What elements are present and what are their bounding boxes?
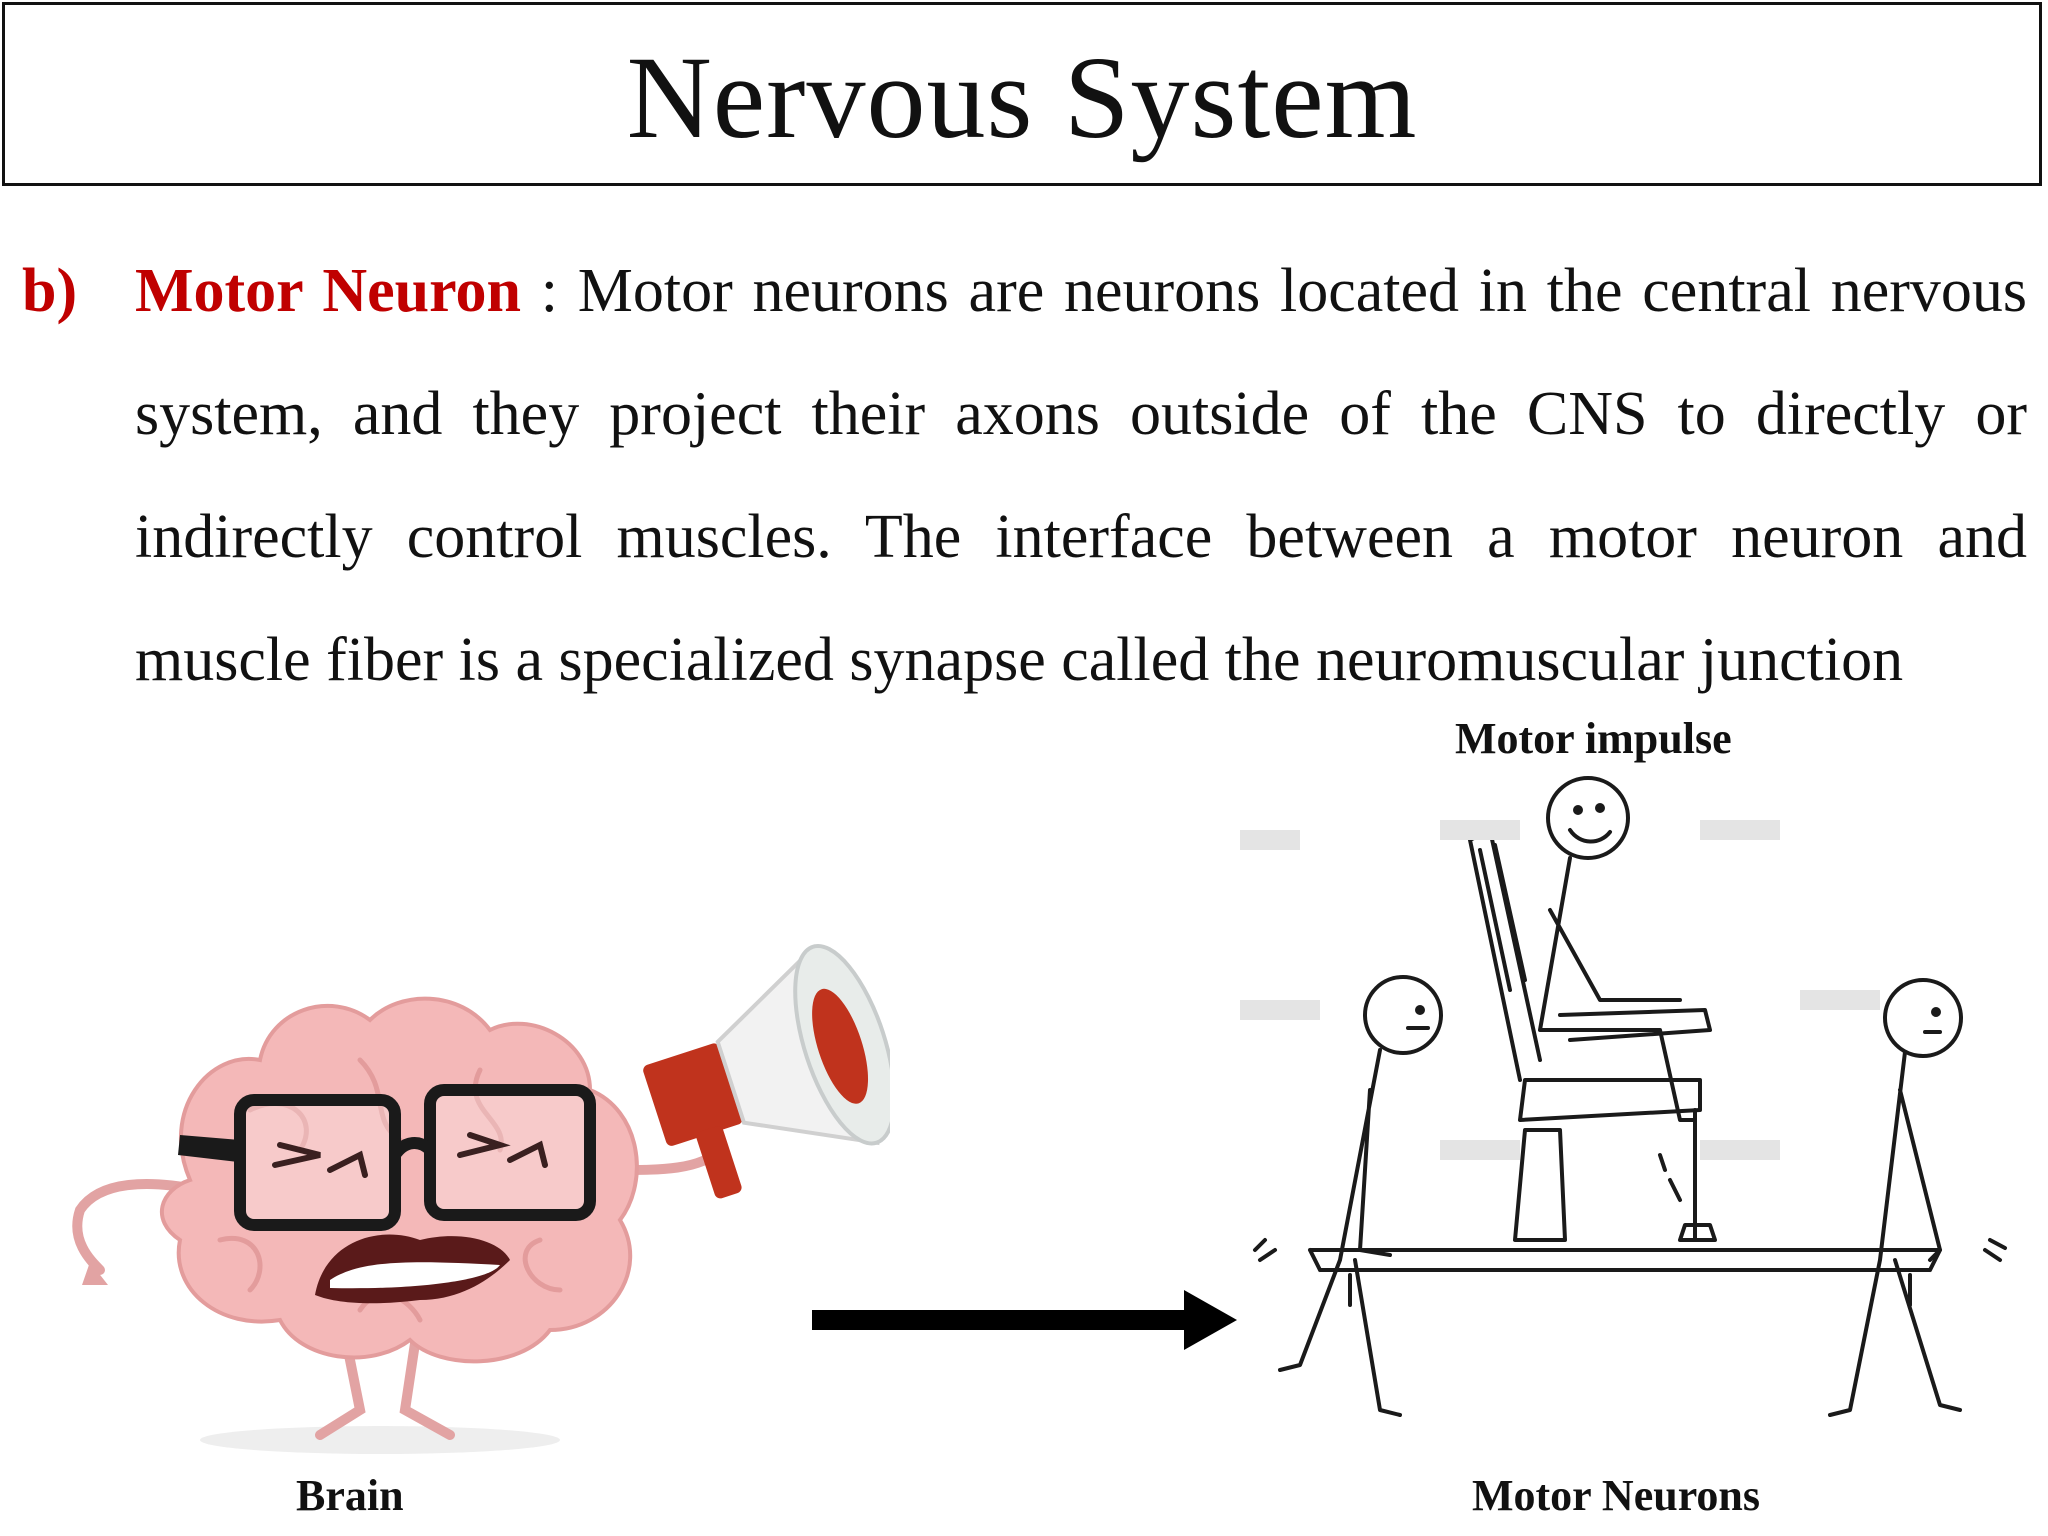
stick-figures-carrying-chair-icon — [1240, 776, 2007, 1417]
definition-text: Motor neurons are neurons located in the… — [135, 257, 2027, 694]
definition-paragraph: b) Motor Neuron : Motor neurons are neur… — [22, 230, 2027, 722]
brain-megaphone-icon — [72, 943, 890, 1454]
term-motor-neuron: Motor Neuron — [135, 257, 521, 325]
page-title: Nervous System — [626, 32, 1418, 163]
list-marker: b) — [22, 257, 78, 325]
caption-motor-neurons: Motor Neurons — [1472, 1471, 1761, 1520]
caption-brain: Brain — [296, 1471, 404, 1520]
definition-text-block: Motor Neuron : Motor neurons are neurons… — [135, 230, 2027, 722]
term-separator: : — [520, 257, 578, 325]
caption-motor-impulse: Motor impulse — [1455, 714, 1732, 763]
title-box: Nervous System — [2, 2, 2042, 186]
right-arrow-icon — [812, 1290, 1237, 1350]
